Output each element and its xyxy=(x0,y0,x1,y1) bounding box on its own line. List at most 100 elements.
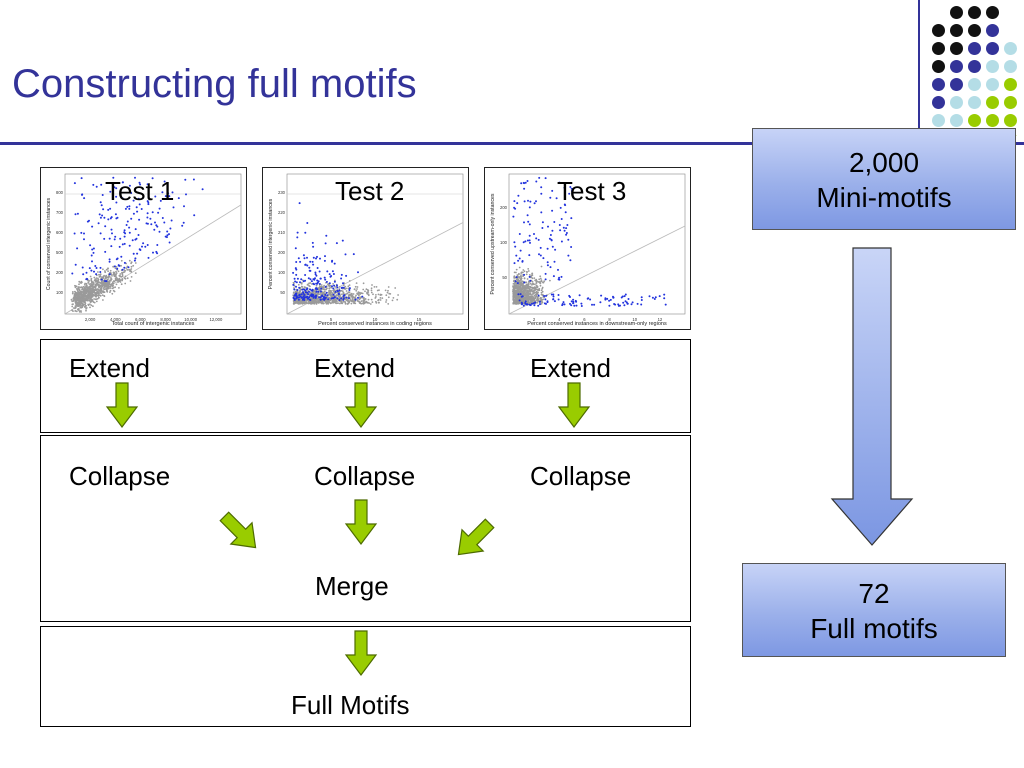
plot-y-axis-label: Percent conserved upstream-only instance… xyxy=(490,193,496,294)
plot-point-gray xyxy=(535,280,538,283)
plot-point-gray xyxy=(531,274,534,277)
plot-point-blue xyxy=(342,282,344,285)
plot-point-gray xyxy=(389,293,392,295)
plot-point-blue xyxy=(128,244,131,247)
plot-point-blue xyxy=(357,271,359,274)
plot-point-blue xyxy=(528,254,531,257)
plot-point-gray xyxy=(356,288,358,290)
test-3-label: Test 3 xyxy=(557,176,627,206)
plot-point-gray xyxy=(355,294,357,297)
plot-point-gray xyxy=(71,292,74,295)
plot-point-blue xyxy=(333,284,336,287)
plot-point-gray xyxy=(358,302,361,304)
plot-point-blue xyxy=(156,252,159,255)
plot-point-gray xyxy=(526,298,528,300)
plot-point-gray xyxy=(90,295,92,298)
plot-point-gray xyxy=(108,275,111,278)
plot-point-blue xyxy=(115,187,118,190)
plot-point-blue xyxy=(315,287,318,290)
plot-point-blue xyxy=(550,293,553,296)
plot-point-gray xyxy=(92,305,94,308)
plot-point-gray xyxy=(513,271,516,274)
plot-point-blue xyxy=(561,304,564,307)
plot-point-gray xyxy=(332,289,335,292)
plot-point-gray xyxy=(98,281,101,284)
plot-point-gray xyxy=(317,292,319,295)
plot-point-gray xyxy=(342,293,344,296)
plot-point-gray xyxy=(387,296,390,299)
plot-point-blue xyxy=(156,225,159,228)
plot-point-blue xyxy=(558,224,561,226)
plot-point-gray xyxy=(518,283,521,285)
plot-point-gray xyxy=(107,286,109,289)
plot-point-gray xyxy=(362,288,365,291)
plot-point-gray xyxy=(353,288,356,290)
plot-point-blue xyxy=(154,195,157,198)
plot-point-blue xyxy=(324,293,327,296)
plot-point-gray xyxy=(358,294,360,297)
plot-point-gray xyxy=(115,283,118,286)
plot-point-blue xyxy=(604,298,607,301)
plot-point-blue xyxy=(306,297,309,300)
plot-point-blue xyxy=(307,277,310,280)
plot-point-blue xyxy=(299,260,302,263)
plot-point-gray xyxy=(386,291,389,294)
plot-point-gray xyxy=(517,286,520,289)
plot-point-blue xyxy=(658,295,661,298)
plot-point-blue xyxy=(538,176,541,179)
plot-point-gray xyxy=(83,287,86,290)
plot-point-blue xyxy=(630,303,633,306)
plot-point-blue xyxy=(298,286,301,289)
plot-point-blue xyxy=(314,277,316,280)
plot-point-gray xyxy=(525,281,527,284)
plot-point-gray xyxy=(97,292,100,294)
plot-point-gray xyxy=(109,289,112,292)
plot-point-gray xyxy=(91,281,93,284)
plot-point-gray xyxy=(115,273,117,276)
plot-point-blue xyxy=(298,293,301,296)
plot-point-blue xyxy=(591,303,593,306)
plot-point-gray xyxy=(105,268,108,271)
plot-point-gray xyxy=(528,300,530,302)
plot-point-gray xyxy=(80,280,83,283)
plot-point-gray xyxy=(522,289,525,292)
plot-point-gray xyxy=(112,289,115,292)
plot-point-gray xyxy=(366,289,369,291)
plot-point-blue xyxy=(569,259,572,262)
plot-point-gray xyxy=(297,301,299,303)
plot-point-blue xyxy=(115,195,118,198)
plot-point-gray xyxy=(527,283,530,286)
decorative-dot xyxy=(932,60,945,73)
plot-point-blue xyxy=(344,253,347,256)
plot-point-gray xyxy=(123,271,126,273)
plot-point-blue xyxy=(104,225,107,228)
plot-point-gray xyxy=(295,301,298,304)
plot-point-blue xyxy=(575,304,578,307)
plot-point-blue xyxy=(177,197,180,200)
plot-point-gray xyxy=(370,289,373,292)
plot-point-blue xyxy=(361,295,364,298)
plot-point-gray xyxy=(306,284,309,286)
plot-point-gray xyxy=(91,289,93,291)
decorative-dot xyxy=(950,42,963,55)
plot-point-blue xyxy=(565,233,568,236)
plot-point-blue xyxy=(315,257,317,260)
plot-point-blue xyxy=(512,215,515,218)
plot-point-gray xyxy=(90,299,93,302)
plot-point-gray xyxy=(362,302,365,304)
plot-point-gray xyxy=(356,300,359,302)
plot-point-gray xyxy=(536,295,538,298)
plot-point-blue xyxy=(88,219,90,222)
decorative-dot xyxy=(968,42,981,55)
decorative-dot xyxy=(932,24,945,37)
plot-point-blue xyxy=(540,192,543,195)
plot-point-blue xyxy=(570,217,573,220)
plot-point-gray xyxy=(94,293,96,296)
plot-point-gray xyxy=(526,290,528,292)
plot-point-gray xyxy=(527,287,530,289)
plot-point-gray xyxy=(540,291,543,294)
plot-point-gray xyxy=(539,277,542,280)
decorative-dot xyxy=(986,78,999,91)
plot-point-blue xyxy=(296,277,299,280)
